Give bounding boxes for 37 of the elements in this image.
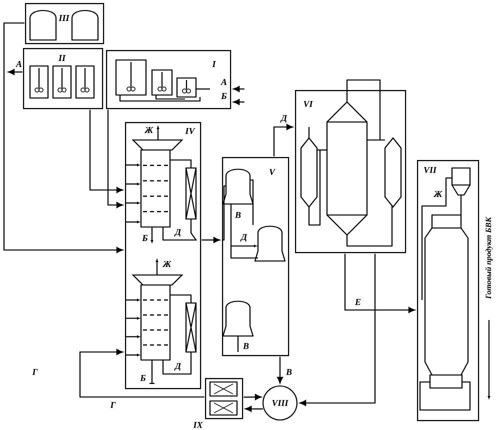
stream-label: Б bbox=[142, 234, 148, 242]
edge-label: А bbox=[16, 60, 22, 68]
pipe-arrow bbox=[233, 86, 244, 92]
pipe-arrow bbox=[89, 110, 123, 193]
product-label: Готовый продукт БВК bbox=[485, 216, 493, 299]
edge-label: Г bbox=[110, 402, 116, 408]
edge-label: Б bbox=[220, 92, 228, 100]
stream-label: Д bbox=[174, 362, 182, 372]
stream-label: В bbox=[234, 212, 242, 218]
stream-label: В bbox=[242, 342, 250, 350]
pipe-arrow bbox=[244, 394, 262, 400]
section-box: II bbox=[23, 48, 104, 110]
stream-label: Б bbox=[140, 374, 146, 382]
stream-label: Ж bbox=[433, 190, 443, 198]
pipe-arrow bbox=[300, 254, 376, 406]
pipe-arrow bbox=[79, 348, 204, 398]
pipe-arrow bbox=[107, 110, 123, 208]
edge-label: Е bbox=[354, 298, 362, 306]
pipe-arrow bbox=[202, 236, 220, 243]
section-box: III bbox=[25, 3, 104, 44]
stream-label: Ж bbox=[162, 260, 172, 268]
pipe-arrow bbox=[8, 68, 22, 75]
node-label: IX bbox=[193, 422, 203, 428]
section-box: VI bbox=[295, 90, 406, 254]
pipe-arrow bbox=[233, 98, 244, 105]
edge-label: Д bbox=[174, 228, 182, 238]
stream-label: Г bbox=[32, 368, 38, 376]
stream-label: Д bbox=[240, 234, 248, 242]
pipe-arrow bbox=[245, 406, 263, 412]
stream-label: Ж bbox=[144, 126, 154, 134]
pipe-arrow bbox=[273, 124, 293, 156]
pipe-arrow bbox=[277, 356, 283, 384]
pipe-arrow bbox=[344, 254, 415, 313]
pipe-arrow bbox=[3, 22, 123, 253]
edge-label: А bbox=[220, 78, 228, 86]
edge-label: Д bbox=[280, 114, 288, 124]
edge-label: В bbox=[286, 368, 292, 376]
